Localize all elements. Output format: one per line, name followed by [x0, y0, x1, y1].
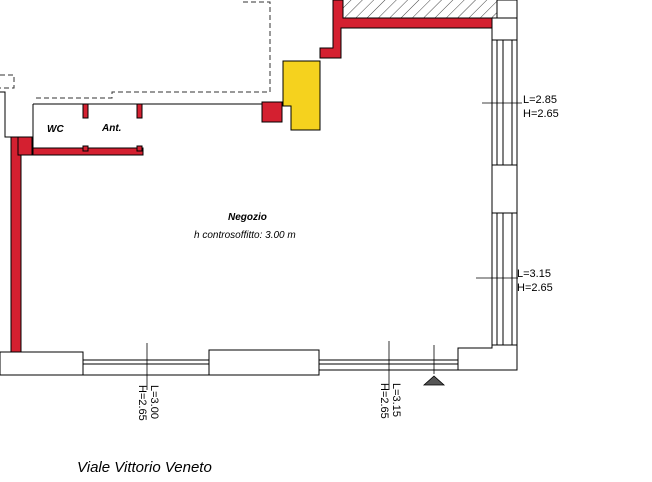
street-name: Viale Vittorio Veneto — [77, 459, 212, 476]
hatched-area — [343, 0, 497, 18]
red-walls — [10, 0, 498, 353]
wall-outlines — [0, 0, 518, 376]
dashed-outline — [0, 1, 271, 99]
opening-right-lower-width: L=3.15 — [517, 268, 551, 280]
opening-bottom-right-width: L=3.15 — [390, 383, 402, 417]
opening-right-upper-height: H=2.65 — [523, 108, 559, 120]
ceiling-height-label: h controsoffitto: 3.00 m — [194, 230, 296, 241]
room-label-negozio: Negozio — [228, 212, 267, 223]
yellow-column — [282, 60, 321, 131]
opening-right-lower-height: H=2.65 — [517, 282, 553, 294]
opening-bottom-left-width: L=3.00 — [148, 385, 160, 419]
level-marker — [422, 375, 446, 386]
room-label-wc: WC — [47, 124, 64, 135]
opening-right-upper-width: L=2.85 — [523, 94, 557, 106]
opening-bottom-left-height: H=2.65 — [136, 385, 148, 421]
room-label-anteroom: Ant. — [101, 123, 121, 134]
dimension-lines — [146, 102, 522, 390]
opening-bottom-right-height: H=2.65 — [378, 383, 390, 419]
